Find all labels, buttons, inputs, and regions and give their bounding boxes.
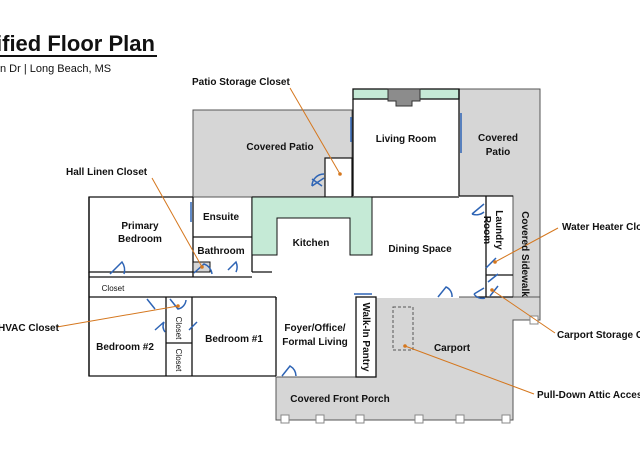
closet-upper-label: Closet xyxy=(174,317,183,340)
fireplace-icon xyxy=(387,88,421,107)
bedroom-2-label: Bedroom #2 xyxy=(96,342,154,353)
bedroom-1-label: Bedroom #1 xyxy=(205,334,263,345)
hall-closet-label: Closet xyxy=(102,284,125,293)
hvac-callout: HVAC Closet xyxy=(0,323,60,334)
attic-access-callout: Pull-Down Attic Acces xyxy=(537,390,640,401)
address-subtitle: n Dr | Long Beach, MS xyxy=(0,63,112,75)
foyer-label-2: Formal Living xyxy=(282,337,348,348)
water-heater-callout: Water Heater Clo xyxy=(562,222,640,233)
covered-patio-right-label-2: Patio xyxy=(486,147,510,158)
hall-linen-callout: Hall Linen Closet xyxy=(66,167,148,178)
walkin-pantry-label: Walk-In Pantry xyxy=(360,302,371,372)
carport-area xyxy=(275,296,541,421)
living-room-label: Living Room xyxy=(376,134,437,145)
laundry-room-label-2: Room xyxy=(481,216,492,244)
porch-posts xyxy=(280,315,539,424)
page-title: ified Floor Plan xyxy=(0,33,157,57)
foyer-label-1: Foyer/Office/ xyxy=(284,323,345,334)
kitchen-counter xyxy=(251,196,373,256)
primary-bedroom-label-2: Bedroom xyxy=(118,234,162,245)
covered-sidewalk-label: Covered Sidewalk xyxy=(519,211,530,297)
covered-patio-left-label: Covered Patio xyxy=(246,142,313,153)
callout-dots xyxy=(176,172,497,348)
kitchen-label: Kitchen xyxy=(293,238,330,249)
covered-front-porch-label: Covered Front Porch xyxy=(290,394,389,405)
patio-storage-callout: Patio Storage Closet xyxy=(192,77,290,88)
attic-access-hatch xyxy=(392,306,414,351)
covered-patio-right-label-1: Covered xyxy=(478,133,518,144)
dining-space-label: Dining Space xyxy=(388,244,452,255)
bathroom-label: Bathroom xyxy=(197,246,244,257)
closet-lower-label: Closet xyxy=(174,349,183,372)
carport-storage-callout: Carport Storage C xyxy=(557,330,640,341)
carport-label: Carport xyxy=(434,343,471,354)
primary-bedroom-label-1: Primary xyxy=(121,221,159,232)
covered-areas xyxy=(192,88,541,421)
doors xyxy=(109,113,499,377)
ensuite-label: Ensuite xyxy=(203,212,240,223)
callout-lines xyxy=(56,87,559,395)
laundry-room-label-1: Laundry xyxy=(493,210,504,250)
